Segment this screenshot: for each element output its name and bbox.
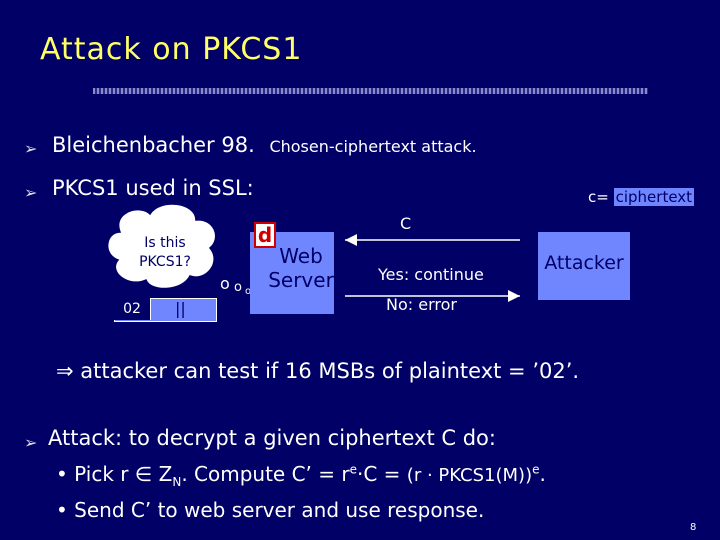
cloud-line-1: Is this	[144, 235, 186, 251]
thought-dot-small: o	[245, 286, 252, 297]
thought-cloud-icon	[107, 203, 217, 290]
web-server-box: Web Server	[250, 232, 334, 314]
c-equals-label: c= ciphertext	[588, 188, 695, 206]
pick-prefix: • Pick r ∈ Z	[56, 462, 173, 486]
attacker-box: Attacker	[538, 232, 630, 300]
pick-mid2: ·C =	[357, 462, 401, 486]
bullet-pkcs1-ssl: PKCS1 used in SSL:	[52, 176, 254, 200]
pick-end: .	[539, 462, 546, 486]
slide-title: Attack on PKCS1	[40, 32, 303, 67]
bullet-text: Bleichenbacher 98.	[52, 133, 255, 157]
pick-exponent: e	[349, 462, 357, 477]
c-equals-prefix: c=	[588, 188, 609, 206]
pick-mid: . Compute C’ = r	[181, 462, 350, 486]
pkcs1-prefix: 02	[114, 298, 151, 320]
web-server-label: Web Server	[250, 244, 334, 292]
attacker-label: Attacker	[544, 252, 624, 274]
page-number: 8	[690, 522, 697, 533]
bullet-subtext: Chosen-ciphertext attack.	[269, 137, 477, 156]
title-divider	[93, 88, 648, 94]
thought-dot-large: o	[220, 274, 230, 293]
sub-bullet-pick: • Pick r ∈ ZN. Compute C’ = re·C = (r · …	[56, 462, 546, 489]
cloud-text: Is this PKCS1?	[130, 234, 200, 272]
implication-text: ⇒ attacker can test if 16 MSBs of plaint…	[56, 359, 580, 383]
response-no: No: error	[386, 295, 457, 314]
pick-paren-expr: (r · PKCS1(M))	[406, 465, 533, 486]
bullet-attack: Attack: to decrypt a given ciphertext C …	[48, 426, 496, 450]
pick-subscript: N	[172, 475, 182, 489]
c-equals-value: ciphertext	[613, 188, 695, 206]
bullet-bleichenbacher: Bleichenbacher 98. Chosen-ciphertext att…	[52, 133, 477, 157]
web-server-line-2: Server	[268, 268, 334, 292]
private-key-d-label: d	[254, 222, 276, 248]
sub-bullet-send: • Send C’ to web server and use response…	[56, 498, 485, 522]
thought-dot-medium: o	[234, 280, 242, 295]
bullet-arrow-icon: ➢	[24, 139, 38, 158]
cloud-line-2: PKCS1?	[139, 254, 191, 270]
response-yes: Yes: continue	[378, 265, 484, 284]
pick-paren-exponent: e	[532, 462, 540, 477]
bullet-arrow-icon: ➢	[24, 433, 38, 452]
bullet-arrow-icon: ➢	[24, 183, 38, 202]
pkcs1-separator: ||	[175, 299, 186, 318]
web-server-line-1: Web	[279, 244, 323, 268]
ciphertext-c-label: C	[400, 214, 412, 233]
